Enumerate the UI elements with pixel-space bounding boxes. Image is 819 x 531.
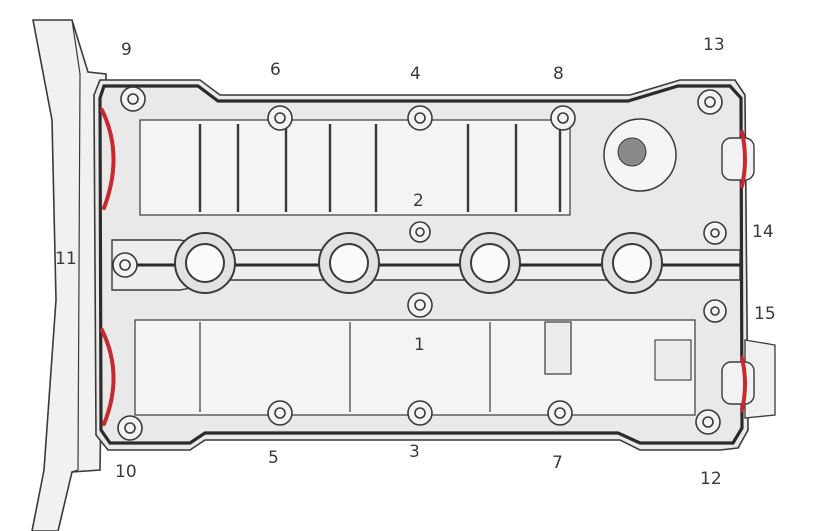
pcv-port <box>544 321 572 375</box>
spark-plug-well-4-bore <box>612 243 652 283</box>
right-upper-seal <box>740 130 747 188</box>
bolt-label-14: 14 <box>752 222 774 242</box>
bolt-12 <box>695 409 721 435</box>
bolt-label-2: 2 <box>413 191 424 211</box>
bolt-5 <box>267 400 293 426</box>
bolt-label-3: 3 <box>409 442 420 462</box>
bolt-8 <box>550 105 576 131</box>
cylinder-head-housing <box>31 19 107 531</box>
bolt-label-10: 10 <box>115 462 137 482</box>
housing-inner-edge <box>71 19 81 473</box>
bolt-label-4: 4 <box>410 64 421 84</box>
bolt-label-7: 7 <box>552 453 563 473</box>
bolt-11 <box>112 252 138 278</box>
bolt-label-1: 1 <box>414 335 425 355</box>
oil-filler-cap-grip-icon <box>617 137 647 167</box>
bolt-7 <box>547 400 573 426</box>
bolt-label-15: 15 <box>754 304 776 324</box>
bolt-6 <box>267 105 293 131</box>
bolt-10 <box>117 415 143 441</box>
spark-plug-well-2-bore <box>329 243 369 283</box>
left-lower-seal <box>100 328 116 426</box>
bolt-3 <box>407 400 433 426</box>
bolt-1 <box>407 292 433 318</box>
bolt-9 <box>120 86 146 112</box>
bolt-label-6: 6 <box>270 60 281 80</box>
spark-plug-wells <box>174 232 663 294</box>
spark-plug-well-1-bore <box>185 243 225 283</box>
bolt-label-11: 11 <box>55 249 77 269</box>
bolt-2 <box>409 221 431 243</box>
left-upper-seal <box>100 108 116 210</box>
lower-panel-dividers <box>199 322 491 412</box>
spark-plug-well-3-bore <box>470 243 510 283</box>
bolt-15 <box>703 299 727 323</box>
bolt-label-5: 5 <box>268 448 279 468</box>
bolt-label-9: 9 <box>121 40 132 60</box>
seal-highlights <box>100 108 747 426</box>
baffle-ribs <box>198 124 562 212</box>
bolt-heads <box>112 86 727 441</box>
cover-gasket <box>98 84 744 445</box>
bolt-4 <box>407 105 433 131</box>
lower-baffle-panel <box>134 319 696 416</box>
bolt-label-8: 8 <box>553 64 564 84</box>
lower-right-pad <box>654 339 692 381</box>
bolt-label-13: 13 <box>703 35 725 55</box>
right-seal-plug-upper <box>721 137 755 181</box>
bolt-14 <box>703 221 727 245</box>
right-lower-seal <box>740 356 747 412</box>
right-seal-plug-lower <box>721 361 755 405</box>
bolt-13 <box>697 89 723 115</box>
bolt-labels: 1 2 3 4 5 6 7 8 9 10 11 12 13 14 15 <box>55 35 776 489</box>
upper-baffle-panel <box>139 119 571 216</box>
bolt-label-12: 12 <box>700 469 722 489</box>
